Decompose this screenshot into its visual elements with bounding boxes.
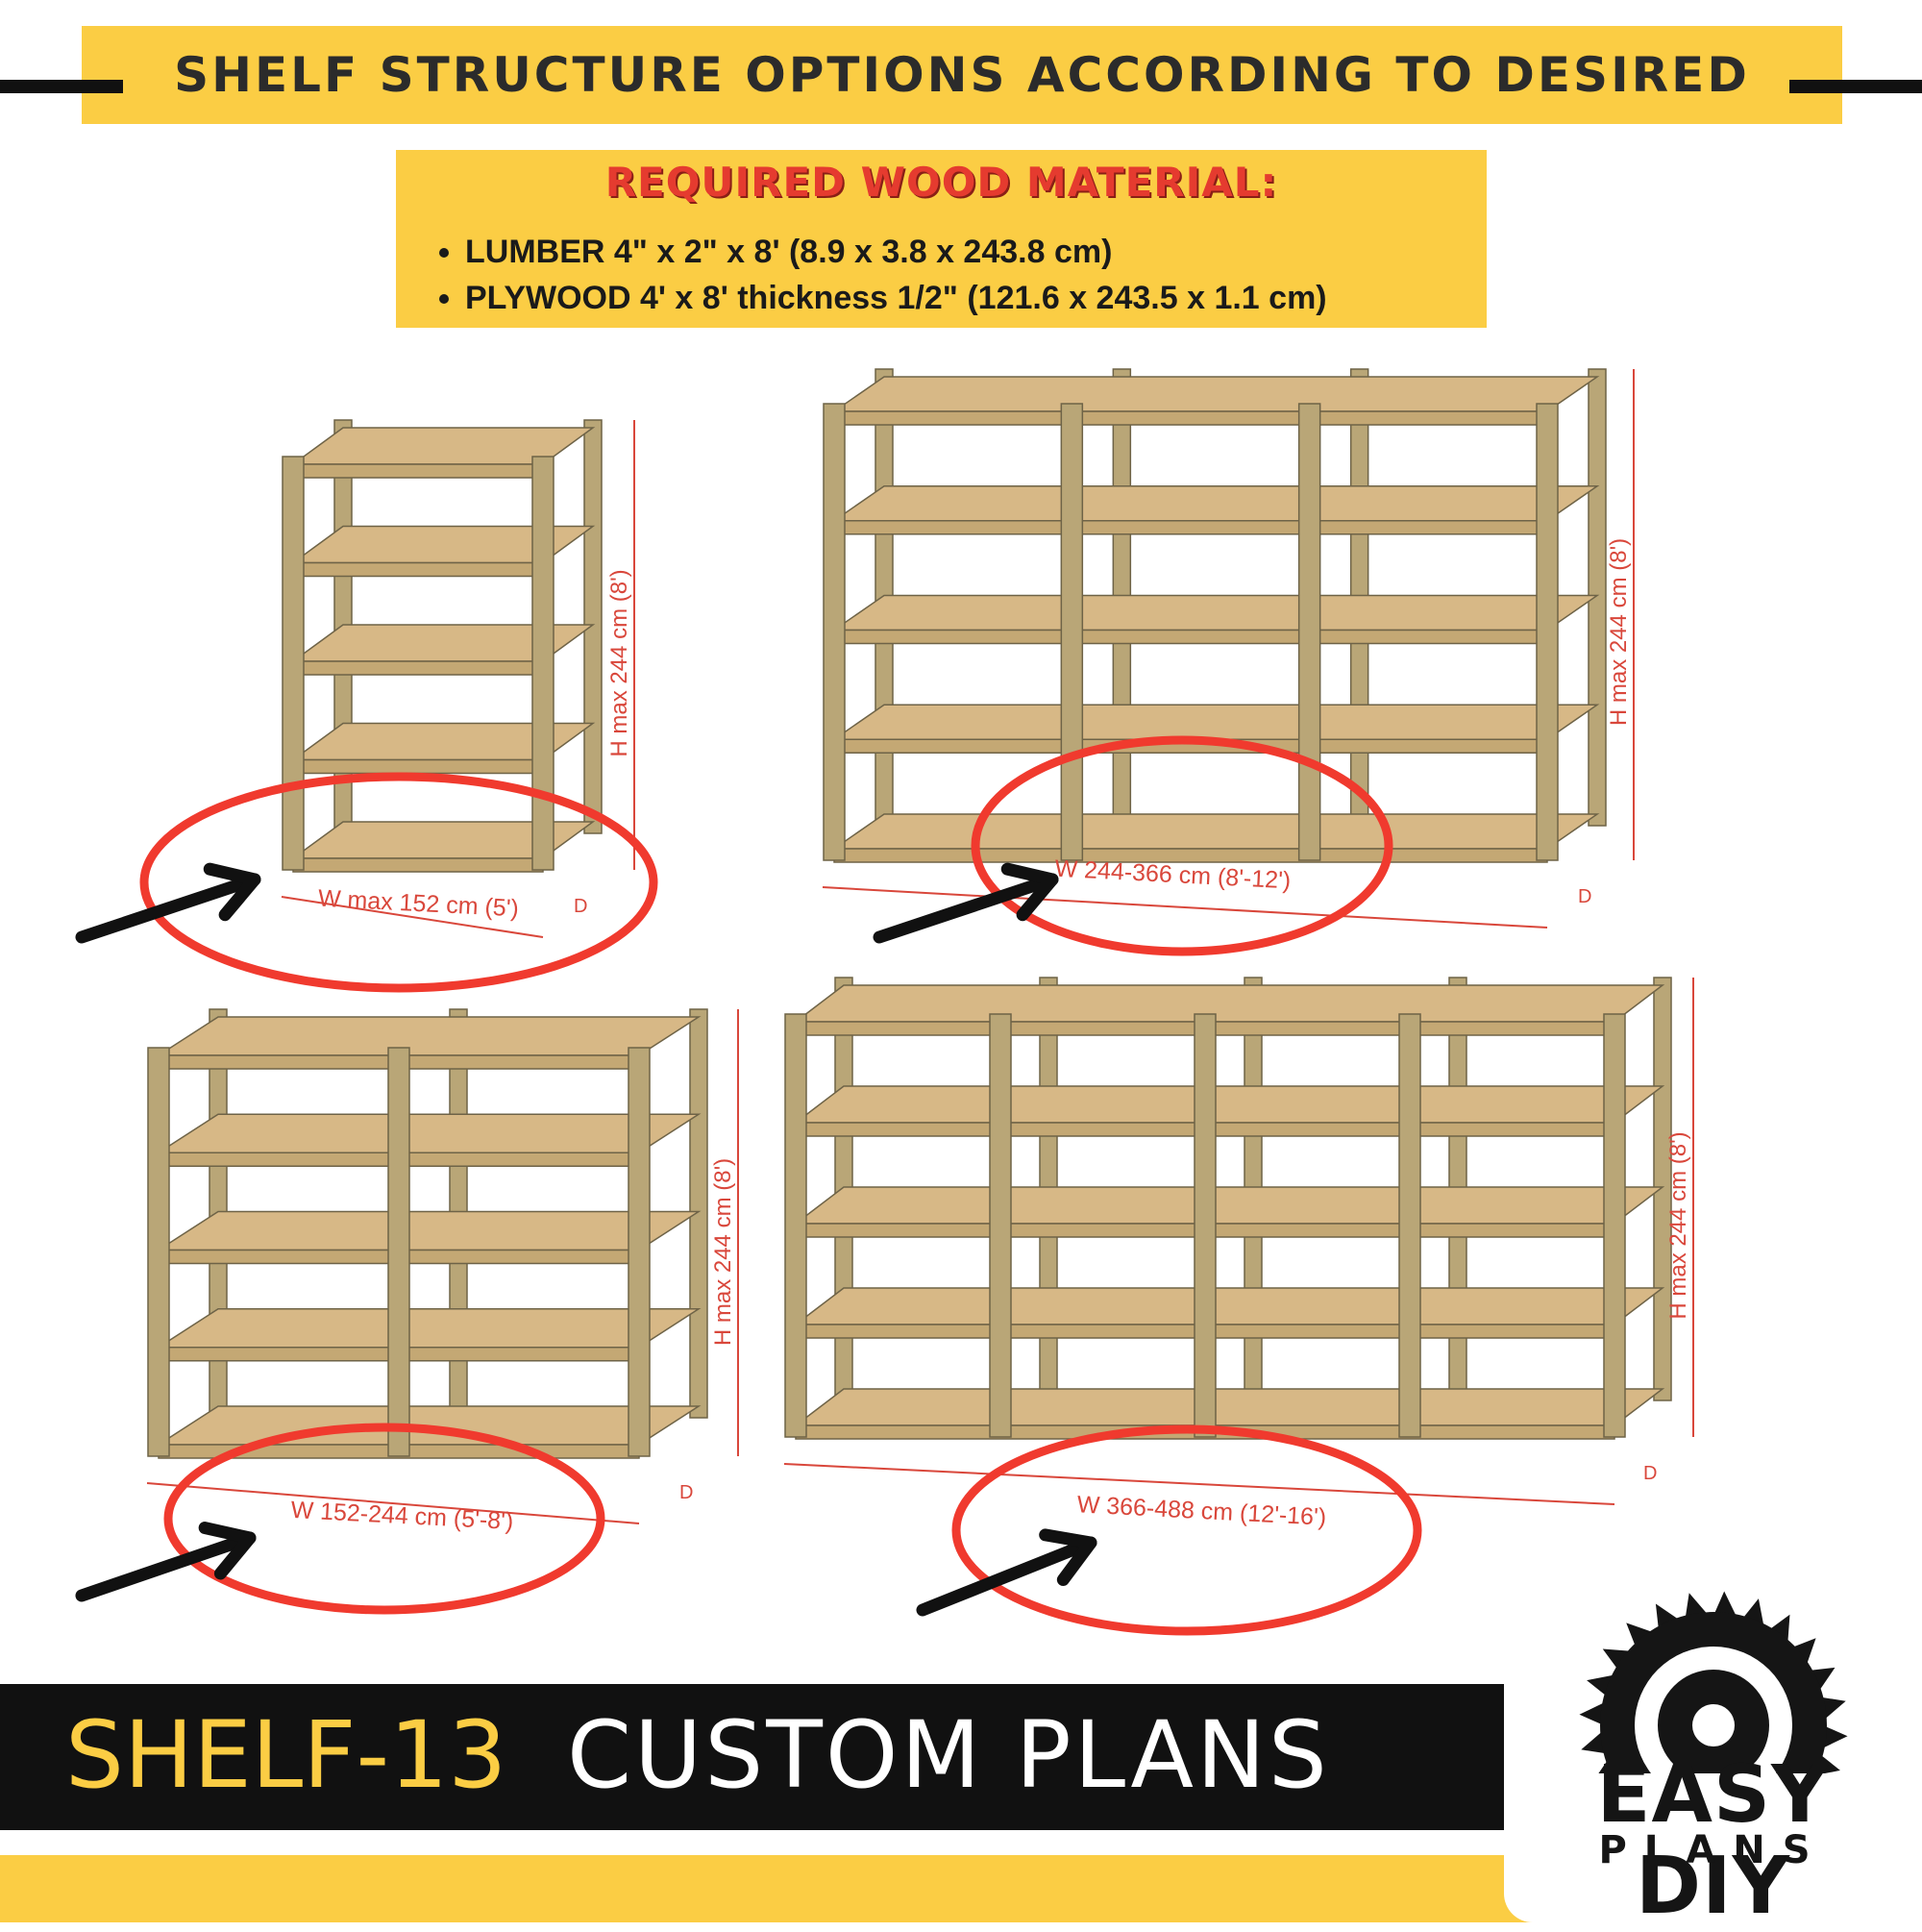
shelf-board — [156, 1210, 702, 1251]
saw-tooth — [1790, 1638, 1816, 1667]
front-post — [147, 1047, 170, 1457]
depth-label: D — [1643, 1463, 1657, 1484]
highlight-ellipse — [163, 1423, 605, 1615]
shelf-diagrams: H max 244 cm (8') W max 152 cm (5') D H ma… — [75, 368, 1694, 1636]
depth-label: D — [574, 896, 587, 917]
footer-title: CUSTOM PLANS — [567, 1701, 1330, 1809]
front-post — [628, 1047, 651, 1457]
logo — [1504, 1581, 1922, 1922]
shelf-diagram-single: H max 244 cm (8') W max 152 cm (5') D — [75, 419, 658, 993]
saw-tooth — [1713, 1591, 1737, 1619]
shelf-board — [156, 1308, 702, 1349]
highlight-ellipse — [139, 772, 658, 993]
shelf-rail — [833, 629, 1548, 645]
width-dimension-line — [783, 1463, 1615, 1505]
shelf-rail — [292, 758, 544, 775]
width-label: W max 152 cm (5') — [317, 885, 519, 923]
shelf-board — [793, 984, 1665, 1023]
highlight-ellipse — [971, 735, 1393, 956]
front-post — [1603, 1013, 1626, 1438]
front-post — [989, 1013, 1012, 1438]
shelf-rail — [833, 848, 1548, 863]
saw-tooth — [1655, 1603, 1681, 1631]
saw-tooth — [1579, 1701, 1607, 1725]
footer-band — [0, 1684, 1557, 1830]
shelf-rail — [292, 561, 544, 578]
material-item-lumber: LUMBER 4" x 2" x 8' (8.9 x 3.8 x 243.8 c… — [465, 229, 1327, 275]
shelf-board — [831, 704, 1600, 740]
shelf-board — [831, 594, 1600, 632]
shelf-diagram-double: H max 244 cm (8') W 152-244 cm (5'-8') D — [75, 1008, 739, 1615]
shelf-diagram-triple: H max 244 cm (8')W 244-366 cm (8'-12')D — [822, 368, 1635, 956]
header-band — [82, 26, 1842, 124]
saw-tooth — [1626, 1622, 1655, 1648]
width-label: W 152-244 cm (5'-8') — [290, 1497, 514, 1535]
saw-tooth — [1808, 1667, 1836, 1693]
width-label: W 366-488 cm (12'-16') — [1076, 1491, 1327, 1531]
pointer-arrowhead-icon — [1000, 862, 1059, 922]
logo-name: EASY DIY — [1596, 1749, 1830, 1932]
front-post — [1398, 1013, 1421, 1438]
header-rule-left — [0, 80, 123, 93]
height-label: H max 244 cm (8') — [1606, 538, 1632, 726]
saw-tooth — [1820, 1725, 1848, 1749]
pointer-arrowhead-icon — [198, 1522, 257, 1580]
footer-stripe — [0, 1855, 1557, 1922]
pointer-arrow-icon — [75, 873, 261, 944]
height-label: H max 244 cm (8') — [606, 569, 632, 756]
shelf-board — [793, 1186, 1665, 1225]
width-dimension-line — [146, 1482, 640, 1524]
depth-label: D — [1578, 886, 1591, 907]
header-rule-right — [1789, 80, 1922, 93]
shelf-board — [793, 1085, 1665, 1124]
front-post — [387, 1047, 410, 1457]
shelf-board — [156, 1113, 702, 1153]
pointer-arrowhead-icon — [203, 862, 261, 922]
logo-sub: PLANS — [1598, 1828, 1828, 1872]
material-box — [396, 150, 1487, 328]
front-post — [531, 456, 554, 871]
saw-blade-icon — [1579, 1591, 1848, 1860]
front-post — [1194, 1013, 1217, 1438]
height-label: H max 244 cm (8') — [710, 1158, 736, 1346]
material-item-plywood: PLYWOOD 4' x 8' thickness 1/2" (121.6 x … — [465, 275, 1327, 321]
material-heading: REQUIRED WOOD MATERIAL: — [604, 159, 1278, 206]
front-post — [1536, 403, 1559, 861]
shelf-board — [831, 376, 1600, 412]
shelf-rail — [833, 410, 1548, 426]
shelf-board — [831, 813, 1600, 850]
front-post — [784, 1013, 807, 1438]
pointer-arrow-icon — [75, 1531, 257, 1602]
shelf-rail — [292, 463, 544, 479]
highlight-ellipse — [951, 1424, 1422, 1636]
front-post — [1297, 403, 1321, 861]
shelf-board — [156, 1016, 702, 1056]
width-dimension-line — [822, 886, 1548, 929]
pointer-arrow-icon — [873, 873, 1059, 944]
height-label: H max 244 cm (8') — [1665, 1131, 1691, 1319]
shelf-rail — [292, 660, 544, 676]
pointer-arrowhead-icon — [1039, 1528, 1097, 1586]
shelf-board — [793, 1287, 1665, 1325]
shelf-board — [793, 1388, 1665, 1426]
material-list: LUMBER 4" x 2" x 8' (8.9 x 3.8 x 243.8 c… — [434, 229, 1327, 321]
width-dimension-line — [281, 896, 544, 938]
shelf-rail — [833, 520, 1548, 535]
pointer-arrow-icon — [916, 1536, 1097, 1617]
shelf-diagram-quad: H max 244 cm (8') W 366-488 cm (12'-16') D — [783, 977, 1694, 1636]
footer-code: SHELF-13 — [65, 1701, 507, 1809]
depth-label: D — [679, 1482, 693, 1503]
front-post — [1060, 403, 1084, 861]
shelf-board — [831, 485, 1600, 522]
front-post — [282, 456, 305, 871]
shelf-rail — [292, 857, 544, 873]
front-post — [823, 403, 846, 861]
